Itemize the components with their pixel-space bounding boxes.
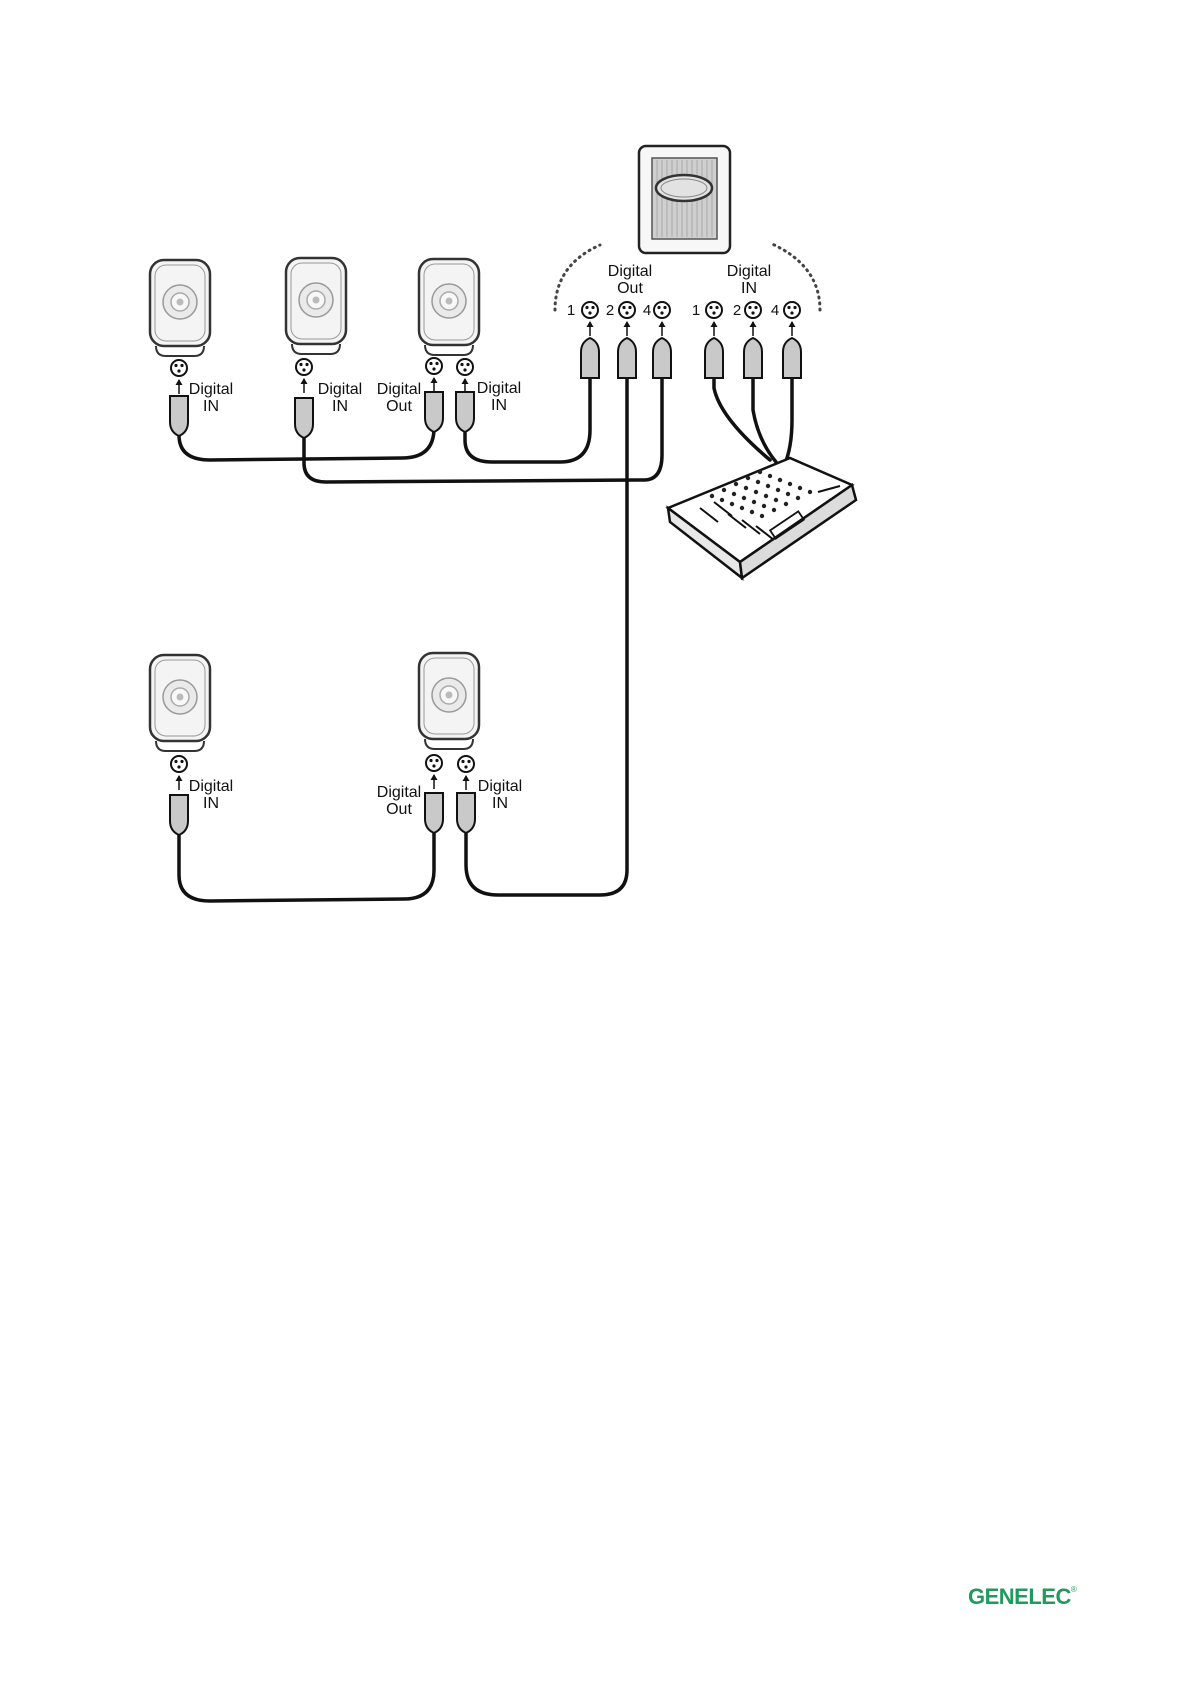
svg-text:IN: IN bbox=[332, 398, 348, 415]
svg-text:Digital: Digital bbox=[727, 263, 771, 280]
cables bbox=[179, 378, 792, 901]
xlr-jack-icon bbox=[582, 302, 598, 336]
genelec-logo: GENELEC® bbox=[968, 1584, 1076, 1610]
xlr-jack-icon bbox=[171, 360, 187, 394]
svg-text:Out: Out bbox=[386, 398, 412, 415]
label-spk3-digital-out: Digital Out bbox=[377, 381, 421, 415]
xlr-plug-icon bbox=[618, 338, 636, 378]
label-spk4-digital-in: Digital IN bbox=[189, 778, 233, 812]
svg-text:Digital: Digital bbox=[189, 778, 233, 795]
xlr-jack-icon bbox=[426, 755, 442, 789]
xlr-plug-icon bbox=[295, 398, 313, 438]
xlr-plug-icon bbox=[425, 392, 443, 432]
svg-text:Digital: Digital bbox=[608, 263, 652, 280]
xlr-jack-icon bbox=[296, 359, 312, 393]
svg-text:IN: IN bbox=[491, 397, 507, 414]
xlr-plug-icon bbox=[581, 338, 599, 378]
label-sub-digital-in: Digital IN bbox=[727, 263, 771, 297]
sub-out-port-4: 4 bbox=[643, 302, 651, 319]
label-spk3-digital-in: Digital IN bbox=[477, 380, 521, 414]
svg-text:IN: IN bbox=[203, 398, 219, 415]
xlr-jack-icon bbox=[654, 302, 670, 336]
svg-text:Digital: Digital bbox=[318, 381, 362, 398]
svg-text:IN: IN bbox=[492, 795, 508, 812]
svg-text:Digital: Digital bbox=[189, 381, 233, 398]
label-spk1-digital-in: Digital IN bbox=[189, 381, 233, 415]
xlr-plug-icon bbox=[425, 793, 443, 833]
xlr-jack-icon bbox=[745, 302, 761, 336]
xlr-plug-icon bbox=[653, 338, 671, 378]
label-sub-digital-out: Digital Out bbox=[608, 263, 652, 297]
svg-text:Digital: Digital bbox=[377, 784, 421, 801]
svg-text:IN: IN bbox=[203, 795, 219, 812]
subwoofer-unit bbox=[639, 146, 730, 253]
logo-text: GENELEC bbox=[968, 1584, 1071, 1609]
svg-text:Digital: Digital bbox=[478, 778, 522, 795]
xlr-jack-icon bbox=[171, 756, 187, 790]
xlr-jack-icon bbox=[706, 302, 722, 336]
xlr-jack-icon bbox=[784, 302, 800, 336]
xlr-plug-icon bbox=[170, 795, 188, 835]
speaker-top-middle bbox=[286, 258, 346, 354]
xlr-plug-icon bbox=[783, 338, 801, 378]
xlr-plug-icon bbox=[705, 338, 723, 378]
label-spk5-digital-out: Digital Out bbox=[377, 784, 421, 818]
sub-out-port-2: 2 bbox=[606, 302, 614, 319]
label-spk5-digital-in: Digital IN bbox=[478, 778, 522, 812]
xlr-jack-icon bbox=[619, 302, 635, 336]
cable-mixer-to-subin4 bbox=[784, 378, 792, 466]
svg-text:Digital: Digital bbox=[377, 381, 421, 398]
cable-spk4-to-spk5 bbox=[179, 832, 434, 901]
sub-in-port-4: 4 bbox=[771, 302, 779, 319]
cable-mixer-to-subin1 bbox=[714, 378, 770, 460]
registered-mark: ® bbox=[1071, 1585, 1076, 1594]
xlr-plug-icon bbox=[170, 396, 188, 436]
mixing-console bbox=[668, 458, 856, 578]
sub-out-port-1: 1 bbox=[567, 302, 575, 319]
xlr-jack-icon bbox=[426, 358, 442, 392]
svg-text:Digital: Digital bbox=[477, 380, 521, 397]
label-spk2-digital-in: Digital IN bbox=[318, 381, 362, 415]
xlr-plug-icon bbox=[457, 793, 475, 833]
cable-subout2-to-spk5 bbox=[466, 378, 627, 895]
speaker-top-left bbox=[150, 260, 210, 356]
speaker-bottom-right bbox=[419, 653, 479, 749]
xlr-plug-icon bbox=[456, 392, 474, 432]
xlr-plug-icon bbox=[744, 338, 762, 378]
sub-in-port-2: 2 bbox=[733, 302, 741, 319]
svg-text:Out: Out bbox=[617, 280, 643, 297]
sub-in-port-1: 1 bbox=[692, 302, 700, 319]
xlr-jack-icon bbox=[457, 359, 473, 393]
svg-text:Out: Out bbox=[386, 801, 412, 818]
xlr-jack-icon bbox=[458, 756, 474, 790]
svg-text:IN: IN bbox=[741, 280, 757, 297]
speaker-bottom-left bbox=[150, 655, 210, 751]
speaker-top-right bbox=[419, 259, 479, 355]
